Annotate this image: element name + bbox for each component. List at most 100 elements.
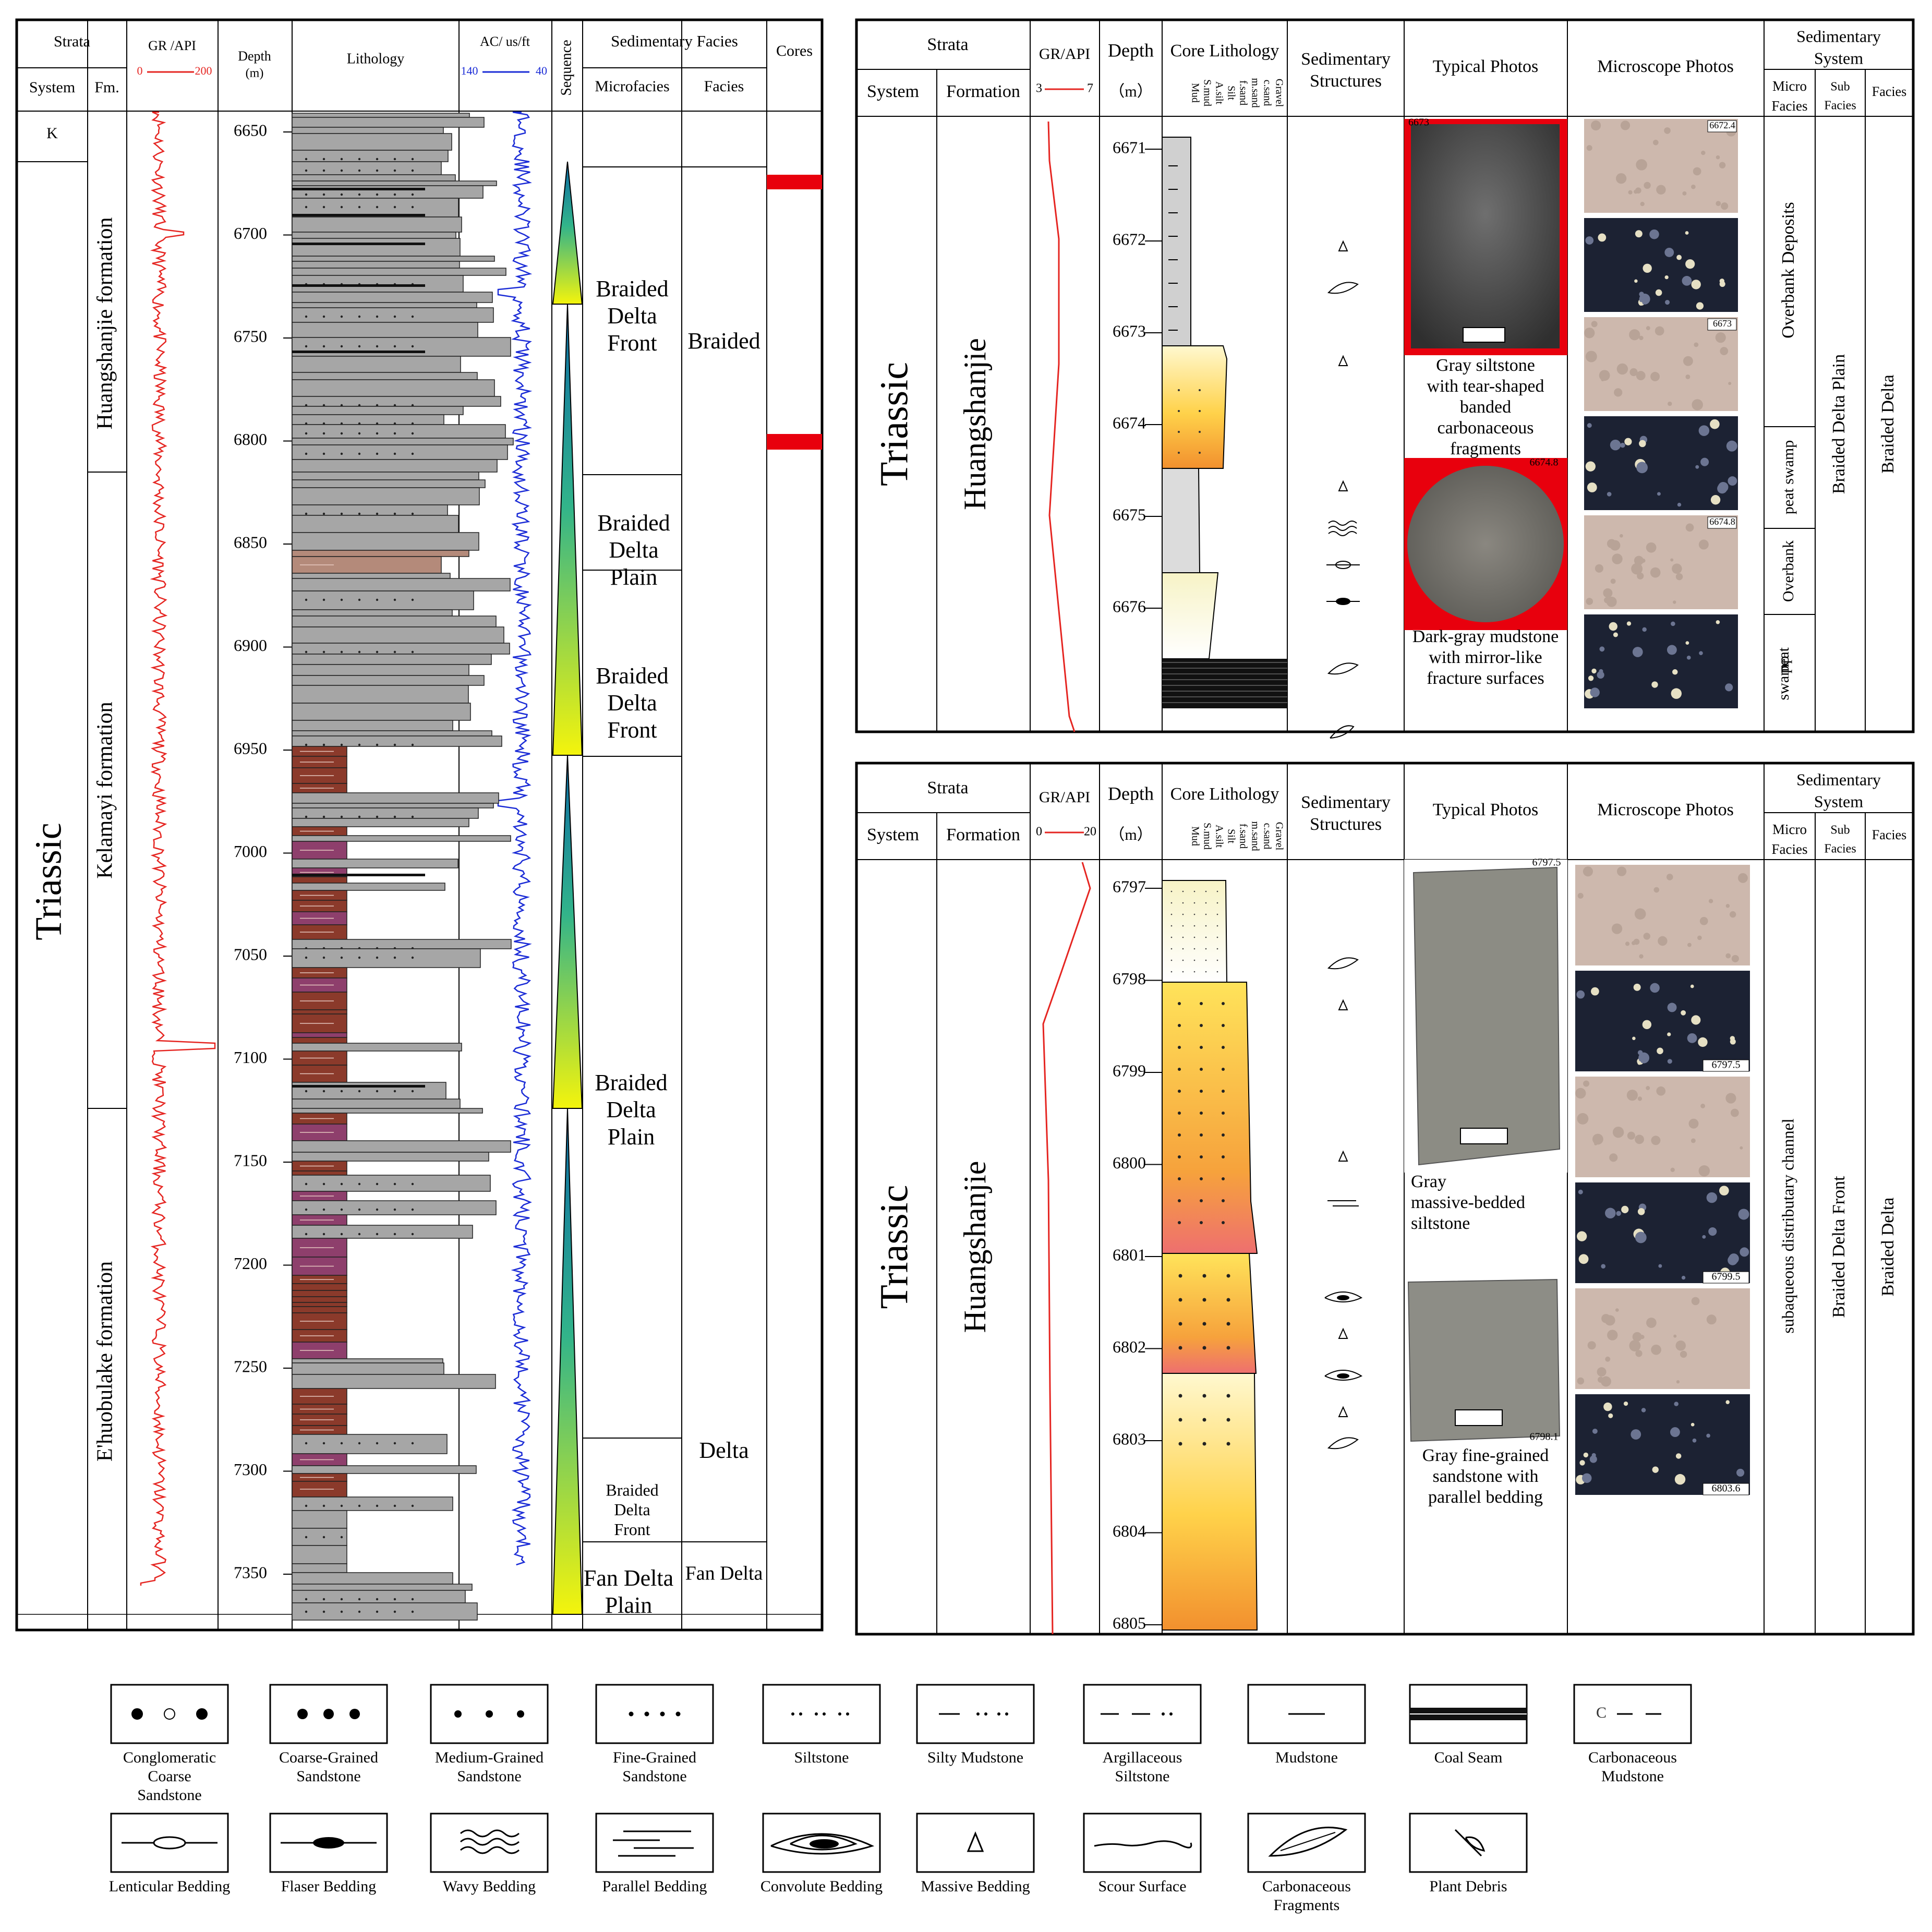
grain-dot bbox=[340, 315, 343, 318]
core-photo-image bbox=[1407, 466, 1564, 622]
photo-caption: with tear-shaped bbox=[1427, 377, 1544, 396]
microfacies-label: Fan Delta bbox=[584, 1565, 673, 1591]
grain-symbol bbox=[323, 1709, 334, 1719]
mineral-grain bbox=[1601, 1314, 1611, 1323]
microfacies-label: Braided bbox=[597, 510, 670, 536]
lithology-column bbox=[292, 113, 514, 1621]
mineral-grain bbox=[1607, 539, 1616, 549]
depth-tick-label: 7250 bbox=[234, 1357, 267, 1375]
grain-size-label: m.sand bbox=[1249, 78, 1261, 107]
flaser-bedding-icon bbox=[313, 1837, 344, 1849]
grain-dot bbox=[358, 315, 361, 318]
mineral-grain bbox=[1710, 419, 1720, 429]
mineral-grain bbox=[1581, 1473, 1592, 1483]
mineral-grain bbox=[1577, 892, 1584, 899]
coal-seam bbox=[292, 1085, 425, 1088]
lithology-bed bbox=[292, 504, 448, 516]
ac-max-label: 40 bbox=[536, 64, 547, 77]
grain-dot bbox=[305, 206, 308, 209]
microfacies-label: Braided bbox=[596, 276, 668, 301]
mineral-grain bbox=[1677, 502, 1682, 507]
grain-dot bbox=[1178, 1221, 1181, 1224]
mineral-grain bbox=[1695, 465, 1699, 469]
system-value: Triassic bbox=[872, 1185, 916, 1309]
mineral-grain bbox=[1701, 150, 1706, 155]
sequence-triangle bbox=[552, 755, 583, 1109]
plant-debris-icon bbox=[1454, 1829, 1486, 1857]
depth-tick-label: 6750 bbox=[234, 327, 267, 345]
system-triassic: Triassic bbox=[28, 823, 69, 940]
facies-header: Facies bbox=[1872, 827, 1906, 842]
mineral-grain bbox=[1725, 683, 1733, 692]
micro-depth-label: 6799.5 bbox=[1712, 1271, 1741, 1283]
mineral-grain bbox=[1639, 954, 1644, 959]
grain-dot bbox=[1222, 1221, 1225, 1224]
grain-dot bbox=[322, 1182, 325, 1186]
grain-symbol bbox=[984, 1712, 987, 1716]
formation-label: E'huobulake formation bbox=[93, 1261, 117, 1462]
sandstone-interval bbox=[1162, 982, 1258, 1254]
grain-dot bbox=[1178, 1442, 1182, 1446]
photo-caption: Dark-gray mudstone bbox=[1412, 627, 1559, 646]
mineral-grain bbox=[1608, 1413, 1613, 1418]
grain-size-label: Silt bbox=[1225, 829, 1237, 843]
mineral-grain bbox=[1591, 120, 1601, 131]
coal-seam bbox=[292, 214, 425, 216]
gr-curve bbox=[1047, 121, 1076, 732]
gr-header: GR/API bbox=[1039, 789, 1090, 806]
massive-bedding-symbol bbox=[1338, 480, 1348, 491]
mineral-grain bbox=[1646, 1318, 1657, 1328]
micro-label-box bbox=[1702, 1271, 1749, 1284]
mineral-grain bbox=[1599, 669, 1603, 673]
grain-dot bbox=[1178, 1024, 1181, 1027]
grain-dot bbox=[305, 345, 308, 348]
lithology-bed bbox=[292, 307, 494, 323]
mineral-grain bbox=[1685, 231, 1689, 235]
mineral-grain bbox=[1692, 399, 1703, 410]
coal-seam bbox=[1162, 659, 1287, 708]
grain-dot bbox=[1200, 1133, 1203, 1137]
grain-dot bbox=[1193, 890, 1196, 892]
grain-dot bbox=[340, 512, 343, 515]
legend-label: Wavy Bedding bbox=[443, 1878, 536, 1895]
photo-caption: sandstone with bbox=[1432, 1467, 1538, 1486]
mineral-grain bbox=[1612, 1126, 1624, 1138]
grain-dot bbox=[340, 1208, 343, 1211]
mineral-grain bbox=[1633, 938, 1640, 945]
mineral-grain bbox=[1706, 1314, 1717, 1325]
grain-dot bbox=[411, 512, 414, 515]
grain-dot bbox=[305, 169, 308, 172]
convolute-core bbox=[1337, 1373, 1349, 1379]
carbonaceous-fragments-symbol bbox=[1327, 1437, 1359, 1450]
grain-dot bbox=[358, 512, 361, 515]
convolute-bedding-symbol bbox=[1324, 1370, 1363, 1381]
microfacies-label: subaqueous distributary channel bbox=[1778, 1118, 1797, 1333]
mineral-grain bbox=[1688, 1118, 1699, 1129]
depth-tick-label: 6802 bbox=[1113, 1337, 1146, 1356]
grain-dot bbox=[305, 1442, 308, 1445]
grain-dot bbox=[340, 158, 343, 161]
grain-dot bbox=[1178, 452, 1180, 454]
mineral-grain bbox=[1637, 1208, 1645, 1215]
mineral-grain bbox=[1693, 167, 1701, 176]
facies-label: Braided Delta bbox=[1878, 1198, 1898, 1297]
grain-dot bbox=[1182, 902, 1184, 904]
grain-dot bbox=[411, 158, 414, 161]
legend-swatch bbox=[595, 1684, 714, 1744]
grain-dot bbox=[358, 1610, 361, 1613]
grain-dot bbox=[1216, 902, 1218, 904]
mineral-grain bbox=[1637, 1061, 1641, 1065]
mineral-grain bbox=[1591, 1453, 1596, 1457]
legend-label: Parallel Bedding bbox=[602, 1878, 707, 1895]
microfacies-label: Delta bbox=[606, 1097, 656, 1122]
facies-label: Delta bbox=[699, 1438, 748, 1463]
grain-dot bbox=[376, 650, 379, 654]
grain-dot bbox=[322, 815, 325, 818]
mineral-grain bbox=[1605, 1208, 1616, 1219]
grain-dot bbox=[322, 315, 325, 318]
grain-dot bbox=[393, 206, 396, 209]
subfacies-label: Braided Delta Plain bbox=[1829, 354, 1849, 494]
mineral-grain bbox=[1577, 1231, 1587, 1241]
